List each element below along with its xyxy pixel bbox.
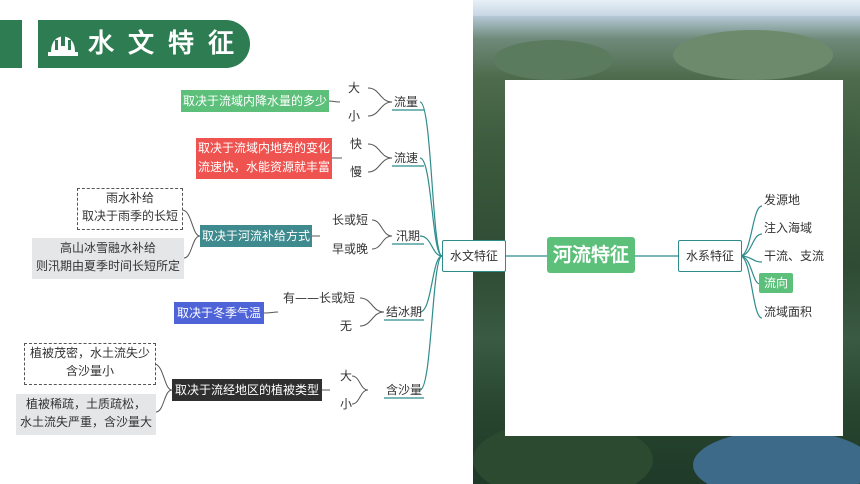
river-system-node: 水系特征 bbox=[678, 240, 742, 272]
helmet-icon bbox=[48, 34, 78, 56]
center-node-river-features: 河流特征 bbox=[547, 237, 635, 273]
sediment-sparse-line-1: 植被稀疏，土质疏松， bbox=[25, 397, 146, 411]
flow-option-large: 大 bbox=[348, 81, 361, 95]
flood-snow-line-1: 高山冰雪融水补给 bbox=[59, 241, 156, 255]
flood-note: 取决于河流补给方式 bbox=[200, 225, 312, 247]
river-system-item-main-tributary: 干流、支流 bbox=[764, 249, 825, 263]
ice-note: 取决于冬季气温 bbox=[174, 302, 264, 324]
flow-label: 流量 bbox=[394, 95, 419, 109]
sediment-dense-line-2: 含沙量小 bbox=[65, 364, 114, 378]
flood-option-length: 长或短 bbox=[332, 213, 369, 227]
sediment-dense-line-1: 植被茂密，水土流失少 bbox=[29, 346, 150, 360]
sediment-option-large: 大 bbox=[340, 369, 353, 383]
river-system-item-source: 发源地 bbox=[764, 193, 801, 207]
velocity-label: 流速 bbox=[394, 151, 419, 165]
river-system-item-basin-area: 流域面积 bbox=[764, 305, 813, 319]
ice-option-no: 无 bbox=[340, 319, 353, 333]
flood-label: 汛期 bbox=[396, 229, 421, 243]
flood-snow-line-2: 则汛期由夏季时间长短所定 bbox=[35, 259, 180, 273]
velocity-note-line-2: 流速快，水能资源就丰富 bbox=[197, 160, 330, 174]
flood-snow-supply-note: 高山冰雪融水补给 则汛期由夏季时间长短所定 bbox=[32, 238, 184, 279]
hydrology-node: 水文特征 bbox=[442, 240, 506, 272]
velocity-note: 取决于流域内地势的变化 流速快，水能资源就丰富 bbox=[196, 138, 332, 179]
sediment-note: 取决于流经地区的植被类型 bbox=[172, 379, 322, 401]
ice-label: 结冰期 bbox=[386, 305, 423, 319]
ice-option-yes: 有——长或短 bbox=[283, 291, 356, 305]
sediment-option-small: 小 bbox=[340, 397, 353, 411]
sediment-dense-vegetation-note: 植被茂密，水土流失少 含沙量小 bbox=[24, 343, 156, 385]
flood-rain-line-2: 取决于雨季的长短 bbox=[81, 209, 178, 223]
river-system-item-direction: 流向 bbox=[759, 273, 793, 293]
page-title: 水文特征 bbox=[88, 29, 249, 59]
velocity-note-line-1: 取决于流域内地势的变化 bbox=[197, 141, 330, 155]
flood-option-timing: 早或晚 bbox=[332, 242, 369, 256]
sediment-sparse-line-2: 水土流失严重，含沙量大 bbox=[19, 415, 152, 429]
sediment-sparse-vegetation-note: 植被稀疏，土质疏松， 水土流失严重，含沙量大 bbox=[16, 394, 156, 435]
flood-rain-line-1: 雨水补给 bbox=[105, 191, 154, 205]
velocity-option-fast: 快 bbox=[350, 137, 363, 151]
sediment-label: 含沙量 bbox=[386, 383, 423, 397]
flow-note: 取决于流域内降水量的多少 bbox=[181, 90, 329, 112]
velocity-option-slow: 慢 bbox=[350, 165, 363, 179]
flow-option-small: 小 bbox=[348, 109, 361, 123]
river-system-item-outflow-sea: 注入海域 bbox=[764, 221, 813, 235]
flood-rain-supply-note: 雨水补给 取决于雨季的长短 bbox=[77, 188, 183, 230]
header-accent-strip bbox=[0, 20, 22, 68]
